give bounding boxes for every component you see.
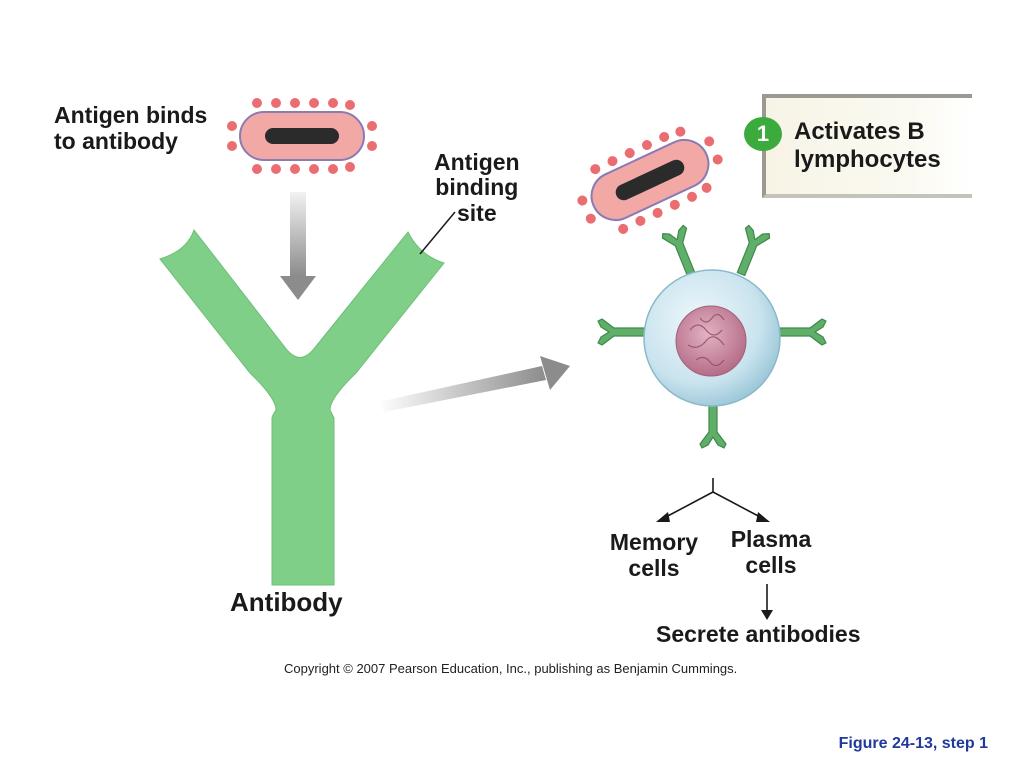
antigen-particle-top bbox=[226, 97, 378, 175]
antigen-particle-bound bbox=[564, 112, 736, 248]
antibody-label: Antibody bbox=[230, 587, 343, 617]
differentiation-arrowheads bbox=[656, 512, 773, 620]
b-lymphocyte bbox=[597, 224, 827, 449]
binding-site-leader-line bbox=[419, 211, 456, 255]
antigen-binding-site-label: Antigen binding site bbox=[434, 149, 520, 226]
receptor-top-left bbox=[660, 224, 704, 280]
secrete-antibodies-label: Secrete antibodies bbox=[656, 621, 861, 647]
memory-cells-label: Memory cells bbox=[609, 529, 699, 582]
receptor-right bbox=[777, 318, 827, 346]
step-callout-text: Activates B lymphocytes bbox=[794, 118, 941, 173]
plasma-cells-label: Plasma cells bbox=[730, 526, 812, 579]
bind-arrow-down bbox=[280, 192, 316, 300]
figure-caption: Figure 24-13, step 1 bbox=[838, 735, 988, 752]
differentiation-arrows bbox=[663, 478, 768, 612]
step-number-badge: 1 bbox=[744, 117, 782, 151]
activation-arrow bbox=[378, 356, 570, 412]
receptor-left bbox=[597, 318, 647, 346]
copyright-notice: Copyright © 2007 Pearson Education, Inc.… bbox=[284, 661, 738, 676]
antibody-shape bbox=[159, 228, 445, 586]
antigen-binds-label: Antigen binds to antibody bbox=[54, 102, 208, 154]
receptor-top-right bbox=[728, 224, 772, 280]
receptor-bottom bbox=[699, 399, 727, 449]
